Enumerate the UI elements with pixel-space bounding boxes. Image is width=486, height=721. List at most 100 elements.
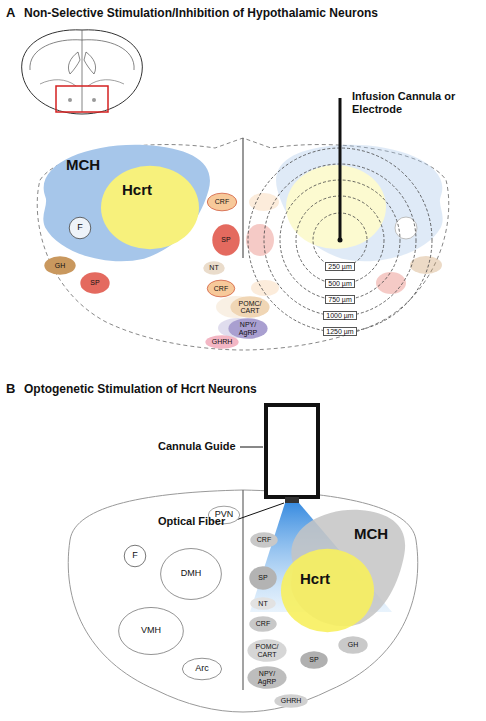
region-shape [69,217,91,239]
region-ellipse [280,548,375,633]
region-label: MCH [66,156,100,173]
region-label: POMC/ CART [252,643,282,658]
white-matter [40,80,76,86]
region-label: NT [209,264,218,271]
cannula-guide [266,405,318,497]
cannula-tip [338,238,343,243]
region-shape [124,545,146,567]
region-shape [228,318,267,339]
distance-label: 1250 µm [326,328,353,335]
brain-region: GHRH [205,335,239,349]
faded-region [410,256,442,274]
region-label: SP [258,574,267,581]
distance-label: 500 µm [328,280,352,287]
brain-region: POMC/ CART [247,639,287,662]
brain-region: SP [80,272,110,294]
panel-letter: A [6,5,15,21]
region-label: GHRH [281,697,302,704]
region-shape [338,636,367,654]
region-shape [203,261,225,275]
region-shape [250,597,275,610]
brain-region: POMC/ CART [230,296,270,318]
neuron-field: MCH HcrtF [30,140,220,265]
leader-line [240,447,263,448]
region-label: NPY/ AgRP [233,321,263,336]
brain-region: GH [44,256,76,275]
brain-region: CRF [249,616,277,632]
distance-label: 1000 µm [326,312,353,319]
faded-region [286,165,386,249]
brain-region: SP [212,224,240,256]
distance-tag: 1000 µm [323,311,356,320]
brain-region: CRF [207,193,237,211]
region-shape [161,549,222,600]
brain-region: CRF [250,532,278,548]
brain-region: Arc [182,658,222,680]
region-label: Arc [195,664,209,673]
region-shape [212,224,239,255]
fornix-circle: F [69,217,91,239]
fornix-dot [68,98,72,102]
region-label: NPY/ AgRP [252,670,282,685]
neuron-field: Hcrt [280,548,375,633]
region-label: CRF [214,285,228,292]
region-shape [207,193,236,211]
region-shape [182,658,221,680]
faded-region [246,224,274,256]
region-shape [274,694,307,708]
brain-region: NT [203,261,225,275]
brain-outline [22,30,143,114]
region-label: GHRH [212,338,233,345]
region-ellipse [100,165,200,250]
region-box [56,86,108,112]
third-ventricle [242,490,243,690]
brain-region: CRF [207,280,235,297]
faded-mirror [216,145,443,338]
panel-title: Optogenetic Stimulation of Hcrt Neurons [24,382,257,396]
neuron-field: MCH Hcrt [282,505,412,630]
distance-tag: 500 µm [325,279,355,288]
region-shape [44,256,75,275]
region-label: GH [348,641,359,648]
distance-tag: 250 µm [325,262,355,271]
panel-title: Non-Selective Stimulation/Inhibition of … [24,6,378,20]
panel-letter: B [6,381,15,397]
leader-line [233,503,284,521]
region-label: MCH [354,525,388,542]
region-label: SP [309,656,318,663]
region-label: Hcrt [122,181,152,198]
distance-tag: 750 µm [325,295,355,304]
faded-region [376,272,406,294]
region-label: NT [258,600,267,607]
callout-label: Cannula Guide [158,440,236,453]
brain-region: VMH [118,607,184,655]
region-shape [249,566,276,590]
region-label: Hcrt [300,570,330,587]
cannula-line [339,98,342,240]
fiber-tip [285,497,299,503]
region-label: F [132,551,138,560]
region-shape [43,145,210,261]
brain-region: NT [250,597,276,610]
region-shape [230,296,269,318]
fornix-dot [92,98,96,102]
callout-label: Infusion Cannula or Electrode [352,90,464,116]
region-shape [101,166,199,249]
region-label: CRF [257,536,271,543]
ventricle [68,52,80,74]
brain-region: NPY/ AgRP [228,318,268,339]
distance-tag: 1250 µm [323,327,356,336]
callout-label: Optical Fiber [158,515,225,528]
region-shape [119,607,184,654]
brain-region: GHRH [274,694,308,708]
region-label: CRF [215,198,229,205]
region-label: DMH [181,569,202,578]
region-shape [250,532,277,548]
region-label: POMC/ CART [235,300,265,315]
hypothalamus-outline [68,490,418,712]
white-matter [88,80,124,86]
distance-label: 250 µm [328,263,352,270]
